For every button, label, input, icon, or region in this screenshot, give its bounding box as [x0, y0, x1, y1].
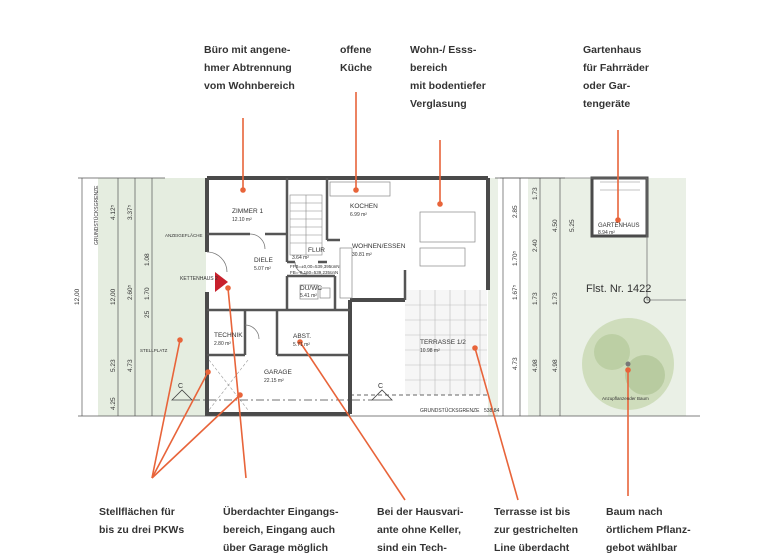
annotation-office: Büro mit angene- hmer Abtrennung vom Woh…	[204, 44, 295, 92]
garden-house	[590, 176, 649, 238]
room-duwc-area: 5.41 m²	[300, 293, 317, 299]
svg-text:5.25: 5.25	[569, 219, 576, 232]
svg-text:1.73: 1.73	[532, 187, 539, 200]
parcel-label: Flst. Nr. 1422	[586, 283, 651, 295]
svg-text:4.98: 4.98	[552, 359, 559, 372]
annotation-entrance: Überdachter Eingangs- bereich, Eingang a…	[223, 506, 339, 554]
annotation-terrace: Terrasse ist bis zur gestrichelten Line …	[494, 506, 579, 554]
entrance-marker	[215, 272, 228, 292]
section-marks	[171, 389, 393, 401]
room-terrasse-name: TERRASSE 1/2	[420, 339, 466, 346]
annotation-living: Wohn-/ Esss- bereich mit bodentiefer Ver…	[410, 44, 486, 110]
kettenhaus-label: KETTENHAUS 2	[180, 276, 218, 282]
door-swings	[206, 233, 308, 340]
furniture	[299, 181, 476, 300]
svg-text:1.70: 1.70	[144, 287, 151, 300]
svg-text:1.08: 1.08	[144, 253, 151, 266]
room-labels: ZIMMER 1 12.10 m² KOCHEN 6.99 m² WOHNEN/…	[214, 203, 640, 384]
annotation-garden-house: Gartenhaus für Fahrräder oder Gar- tenge…	[583, 44, 649, 110]
room-technik-area: 2.80 m²	[214, 341, 231, 347]
room-wohnen-name: WOHNEN/ESSEN	[352, 243, 406, 250]
section-c-right: C	[378, 383, 383, 390]
svg-text:4.50: 4.50	[552, 219, 559, 232]
annotation-kitchen: offene Küche	[340, 44, 373, 74]
room-flur-area: 3.64 m²	[292, 255, 309, 261]
svg-text:4.73: 4.73	[127, 359, 134, 372]
room-terrasse-area: 10.98 m²	[420, 348, 440, 354]
room-diele-name: DIELE	[254, 257, 273, 264]
boundary-left-label: GRUNDSTÜCKSGRENZE	[93, 185, 100, 245]
svg-text:4.73: 4.73	[512, 357, 519, 370]
svg-text:2.40: 2.40	[532, 239, 539, 252]
outer-walls	[205, 176, 490, 416]
svg-text:5.23: 5.23	[110, 359, 117, 372]
annotation-parking: Stellflächen für bis zu drei PKWs	[99, 506, 185, 536]
garage-diagonals	[208, 359, 249, 411]
stellplatz-label: STELLPLATZ	[140, 348, 168, 353]
svg-text:4.25: 4.25	[110, 397, 117, 410]
room-wohnen-area: 30.81 m²	[352, 252, 372, 258]
svg-text:1.67⁵: 1.67⁵	[512, 284, 519, 300]
room-gartenhaus-area: 8.94 m²	[598, 230, 615, 236]
svg-text:4.12⁵: 4.12⁵	[110, 204, 117, 220]
boundary-bottom-label: GRUNDSTÜCKSGRENZE	[420, 407, 480, 414]
svg-text:12,00: 12,00	[74, 288, 81, 305]
svg-text:1.73: 1.73	[532, 292, 539, 305]
annotation-leaders	[151, 92, 631, 501]
room-diele-area: 5.07 m²	[254, 266, 271, 272]
anzeige-label: ANZEIGEFLÄCHE	[165, 232, 203, 238]
room-zimmer-name: ZIMMER 1	[232, 208, 263, 215]
room-zimmer-area: 12.10 m²	[232, 217, 252, 223]
svg-text:3.37⁵: 3.37⁵	[127, 204, 134, 220]
height-label-2: FB=-0,160=539,235ünN	[290, 270, 338, 275]
annotation-variant: Bei der Hausvari- ante ohne Keller, sind…	[377, 506, 464, 554]
annotation-tree: Baum nach örtlichem Pflanz- gebot wählba…	[606, 506, 691, 554]
room-gartenhaus-name: GARTENHAUS	[598, 223, 640, 229]
room-abst-area: 5.71 m²	[293, 342, 310, 348]
section-c-left: C	[178, 383, 183, 390]
room-garage-name: GARAGE	[264, 369, 292, 376]
dimension-numbers: 12,00 4.12⁵ 12,00 5.23 4.25 3.37⁵ 2.60⁵ …	[74, 187, 576, 410]
dimension-lines	[78, 177, 700, 417]
room-technik-name: TECHNIK	[214, 332, 243, 339]
property-line	[500, 177, 686, 301]
svg-text:4.98: 4.98	[532, 359, 539, 372]
tree-icon	[582, 318, 674, 410]
room-abst-name: ABST.	[293, 333, 311, 340]
tree-label: Anzupflanzender Baum	[602, 396, 649, 401]
room-duwc-name: DU/WC	[300, 285, 322, 292]
height-label-1: FFB=±0,00=539,395ünN	[290, 264, 340, 269]
terrace-tiles	[405, 290, 487, 395]
room-garage-area: 22.15 m²	[264, 378, 284, 384]
level-label: 538.84	[484, 408, 500, 414]
room-kochen-area: 6.99 m²	[350, 212, 367, 218]
svg-text:25: 25	[144, 310, 151, 318]
room-flur-name: FLUR	[308, 247, 325, 254]
svg-text:2.60⁵: 2.60⁵	[127, 284, 134, 300]
room-kochen-name: KOCHEN	[350, 203, 378, 210]
svg-text:12,00: 12,00	[110, 288, 117, 305]
stairs	[289, 194, 323, 256]
svg-text:1.73: 1.73	[552, 292, 559, 305]
svg-text:2.85: 2.85	[512, 205, 519, 218]
svg-text:1.70⁵: 1.70⁵	[512, 250, 519, 266]
